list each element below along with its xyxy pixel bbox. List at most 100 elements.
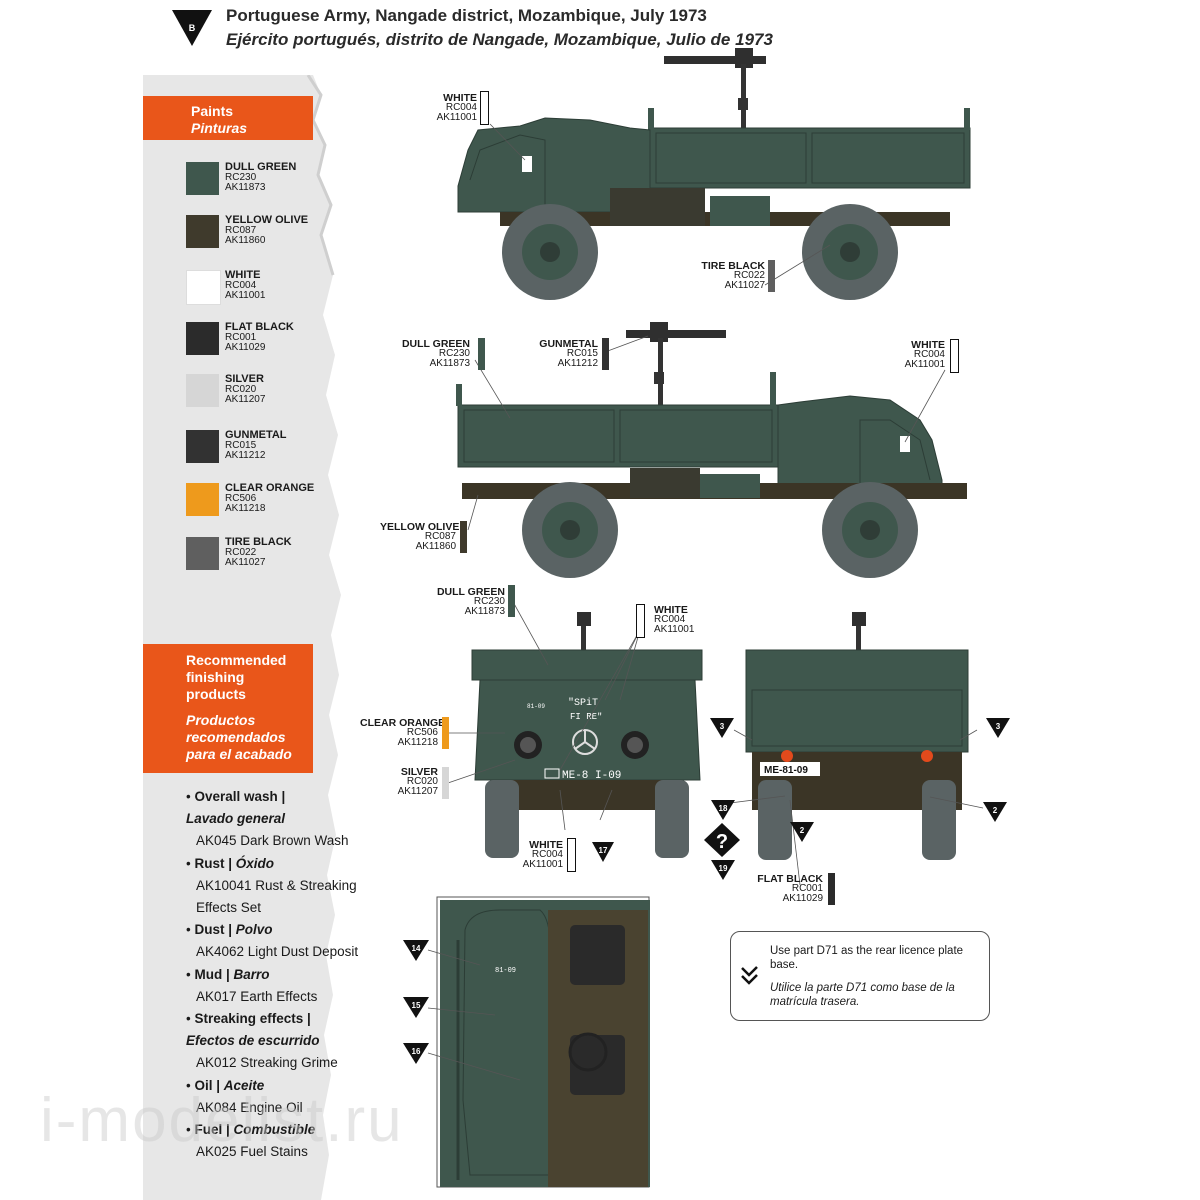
badge-letter: B xyxy=(189,23,196,33)
chip-dull-green xyxy=(478,338,485,370)
finishing-title-spanish-line: recomendados xyxy=(186,729,286,745)
front-view-truck: ME-8 I-09 "SPiT FI RE" 81-09 xyxy=(471,612,703,858)
paint-name: TIRE BLACK xyxy=(225,536,292,548)
paint-code: AK11207 xyxy=(225,394,266,405)
check-icon xyxy=(741,966,758,985)
finishing-line: • Streaking effects | xyxy=(186,1011,311,1026)
paint-code: AK11029 xyxy=(225,342,266,353)
finishing-category-spanish: Óxido xyxy=(235,855,275,871)
finishing-line: Effects Set xyxy=(196,900,261,915)
paint-swatch xyxy=(186,430,219,463)
paint-swatch xyxy=(186,537,219,570)
finishing-title-spanish-line: para el acabado xyxy=(186,746,292,762)
finishing-product: AK012 Streaking Grime xyxy=(196,1055,338,1071)
rear-licence-plate: ME-81-09 xyxy=(764,765,808,776)
watermark: i-modelist.ru xyxy=(40,1086,404,1155)
finishing-product: Effects Set xyxy=(196,900,262,915)
finishing-category: Fuel | xyxy=(194,1122,234,1137)
paint-name: GUNMETAL xyxy=(225,429,287,441)
paint-code: RC230 xyxy=(225,171,257,183)
chip-clear-orange xyxy=(442,717,449,749)
finishing-line: AK4062 Light Dust Deposit xyxy=(196,944,358,959)
finishing-line: • Mud | Barro xyxy=(186,966,270,982)
finishing-line: AK045 Dark Brown Wash xyxy=(196,833,349,848)
callout-leader-lines xyxy=(427,123,984,1081)
finishing-line: • Dust | Polvo xyxy=(186,922,273,938)
finishing-category: Streaking effects | xyxy=(194,1011,311,1026)
chip-white xyxy=(480,91,489,125)
finishing-title-line: products xyxy=(186,686,246,702)
finishing-category: Dust | xyxy=(194,922,236,938)
page-title-english: Portuguese Army, Nangade district, Mozam… xyxy=(226,6,707,25)
rear-view-truck: ME-81-09 xyxy=(745,612,969,860)
paint-code: RC087 xyxy=(225,224,257,236)
finishing-line: Lavado general xyxy=(186,811,285,826)
finishing-category-spanish: Aceite xyxy=(223,1077,265,1093)
chip-white xyxy=(636,604,645,638)
finishing-product: AK4062 Light Dust Deposit xyxy=(196,944,359,960)
chip-dull-green xyxy=(508,585,515,617)
side-view-right-truck xyxy=(456,322,967,578)
finishing-line: Efectos de escurrido xyxy=(186,1033,320,1048)
paint-swatch xyxy=(186,374,219,407)
chip-yellow-olive xyxy=(460,521,467,553)
paint-swatch xyxy=(186,215,219,248)
finishing-category: Oil | xyxy=(194,1077,224,1093)
finishing-title-line: Recommended xyxy=(186,652,287,668)
chip-tire-black xyxy=(768,260,775,292)
paint-code: AK11027 xyxy=(225,557,266,568)
nose-art-line-1: "SPiT xyxy=(568,697,598,709)
side-view-left-truck xyxy=(457,48,971,300)
finishing-line: AK10041 Rust & Streaking xyxy=(196,878,357,893)
finishing-product: AK045 Dark Brown Wash xyxy=(196,833,349,849)
paint-name: FLAT BLACK xyxy=(225,321,294,333)
note-text-english: Use part D71 as the rear licence plate b… xyxy=(770,945,964,971)
chip-gunmetal xyxy=(602,338,609,370)
paints-header: Paints Pinturas xyxy=(143,96,313,140)
sidebar-background xyxy=(143,75,341,1200)
finishing-line: AK084 Engine Oil xyxy=(196,1100,303,1115)
paint-swatch xyxy=(186,162,219,195)
finishing-line: • Fuel | Combustible xyxy=(186,1122,316,1137)
chip-white xyxy=(950,339,959,373)
paint-name: SILVER xyxy=(225,373,264,385)
marking-b-badge: B xyxy=(172,10,212,46)
finishing-title-line: finishing xyxy=(186,669,245,685)
front-licence-plate: ME-8 I-09 xyxy=(562,770,621,782)
paint-name: WHITE xyxy=(225,269,261,281)
finishing-category-spanish: Polvo xyxy=(235,922,273,938)
finishing-product: AK025 Fuel Stains xyxy=(196,1144,308,1160)
paints-title: Paints xyxy=(191,103,234,119)
paint-code: AK11212 xyxy=(225,450,266,461)
paint-swatch xyxy=(186,270,221,305)
paint-code: RC506 xyxy=(225,492,257,504)
paint-code: AK11860 xyxy=(225,235,266,246)
finishing-line: • Rust | Óxido xyxy=(186,855,275,871)
paint-code: AK11001 xyxy=(225,290,266,301)
paint-swatch xyxy=(186,483,219,516)
finishing-line: AK025 Fuel Stains xyxy=(196,1144,308,1159)
paint-name: CLEAR ORANGE xyxy=(225,482,315,494)
finishing-category: Mud | xyxy=(194,966,234,982)
finishing-line: • Oil | Aceite xyxy=(186,1077,265,1093)
finishing-product: AK017 Earth Effects xyxy=(196,988,318,1004)
paint-code: RC004 xyxy=(225,279,257,291)
paint-name: DULL GREEN xyxy=(225,161,297,173)
chip-silver xyxy=(442,767,449,799)
chip-white xyxy=(567,838,576,872)
